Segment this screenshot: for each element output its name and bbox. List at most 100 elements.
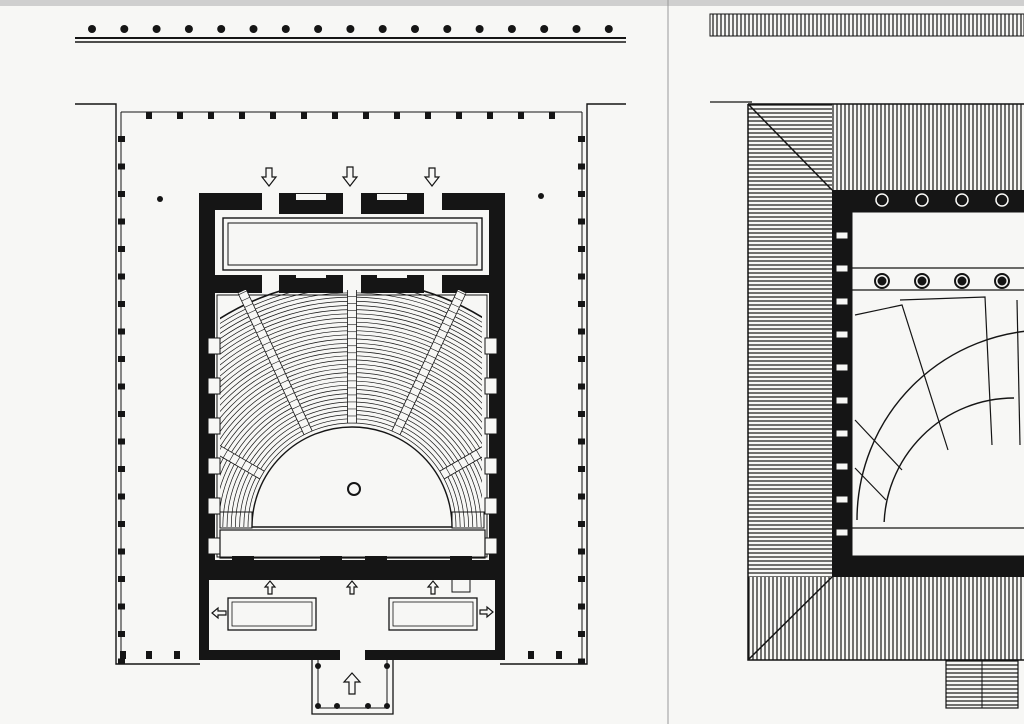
portico-pier — [578, 658, 585, 665]
portico-pier — [118, 658, 125, 665]
portico-pier — [118, 356, 125, 362]
column-dot-icon — [378, 25, 387, 33]
column-dot-icon — [184, 25, 193, 33]
portico-pier — [118, 466, 125, 472]
portico-pier — [578, 273, 585, 280]
portico-pier — [425, 112, 431, 119]
column-dot-icon — [314, 25, 323, 33]
side-niche — [484, 537, 498, 555]
portico-pier — [578, 136, 585, 142]
portico-pier — [146, 651, 152, 659]
portico-pier — [578, 328, 585, 335]
column-dot-icon — [915, 193, 929, 207]
portico-pier — [578, 411, 585, 417]
hipped-roof — [747, 103, 1024, 661]
portico-pier — [118, 273, 125, 280]
center-circle-icon — [347, 482, 361, 496]
portico-pier — [332, 112, 338, 119]
portico-pier — [578, 191, 585, 197]
side-niche — [484, 377, 498, 395]
portico-pier — [518, 112, 524, 119]
column-dot-icon — [572, 25, 581, 33]
column-dot-icon — [249, 25, 258, 33]
arrow-down-icon — [423, 167, 441, 187]
portico-pier — [208, 112, 214, 119]
seat-row — [239, 414, 465, 528]
arrow-left-icon — [211, 606, 227, 620]
side-niche — [484, 417, 498, 435]
portico-pier — [363, 112, 369, 119]
ground-plan — [75, 25, 626, 715]
back-room-right — [388, 597, 478, 631]
arrow-down-icon — [341, 166, 359, 187]
portico-pier — [549, 112, 555, 119]
foyer-hall — [222, 217, 483, 271]
portico-pier — [118, 576, 125, 582]
portico-pier — [578, 301, 585, 307]
side-niche — [207, 337, 221, 355]
column-dot-icon — [217, 25, 226, 33]
portico-pier — [578, 466, 585, 472]
back-room-left — [227, 597, 317, 631]
portico-pier — [578, 163, 585, 170]
side-niche — [207, 497, 221, 515]
column-dot-icon — [995, 193, 1009, 207]
column-dot-icon — [955, 193, 969, 207]
portico-pier — [177, 112, 183, 119]
column-dot-icon — [120, 25, 129, 33]
arrow-up-icon — [345, 580, 359, 595]
column-dot-icon — [281, 25, 290, 33]
column-dot-icon — [604, 25, 613, 33]
side-niche — [484, 457, 498, 475]
roof-top-strip — [709, 13, 1024, 37]
stage-piers — [232, 556, 472, 568]
colonnade-strip — [75, 25, 626, 43]
portico-pier — [118, 218, 125, 225]
back-wall — [199, 577, 505, 660]
portico-pier — [118, 603, 125, 610]
portico-pier — [487, 112, 493, 119]
portico-pier — [118, 191, 125, 197]
colonnade-dots — [88, 25, 613, 33]
portico-pier — [118, 246, 125, 252]
portico-pier — [118, 328, 125, 335]
portico-pier — [578, 246, 585, 252]
column-dot-icon — [475, 25, 484, 33]
column-dot-icon — [346, 25, 355, 33]
arrow-down-icon — [260, 167, 278, 187]
front-piers — [215, 194, 489, 293]
portico-pier — [120, 651, 126, 659]
portico-pier — [118, 493, 125, 500]
portico-pier — [578, 493, 585, 500]
column-dot-icon — [411, 25, 419, 33]
portico-pier — [456, 112, 462, 119]
portico-pier — [578, 438, 585, 445]
column-dot-icon — [875, 193, 889, 207]
side-niche — [484, 337, 498, 355]
rear-porch — [311, 660, 394, 715]
roof-plan — [709, 13, 1024, 709]
portico-pier — [118, 548, 125, 555]
arrow-up-icon — [342, 672, 362, 695]
portico-pier — [118, 163, 125, 170]
portico-pier — [578, 603, 585, 610]
top-edge-shade — [0, 0, 1024, 6]
orchestra — [251, 426, 453, 528]
portico-pier — [578, 356, 585, 362]
column-dot-icon — [507, 25, 516, 33]
portico-pier — [270, 112, 276, 119]
portico-pier — [578, 576, 585, 582]
portico-pier — [578, 631, 585, 637]
column-dot-icon — [540, 25, 549, 33]
seat-row — [247, 422, 457, 528]
side-niche — [207, 457, 221, 475]
roof-wall-marks — [835, 231, 1006, 574]
column-dot-icon — [443, 25, 452, 33]
portico-pier — [301, 112, 307, 119]
roof-cavea — [854, 296, 1024, 522]
portico-pier — [118, 521, 125, 527]
aisle — [238, 290, 313, 435]
column-dot-icon — [538, 193, 544, 199]
portico-pier — [578, 521, 585, 527]
side-niche — [207, 377, 221, 395]
